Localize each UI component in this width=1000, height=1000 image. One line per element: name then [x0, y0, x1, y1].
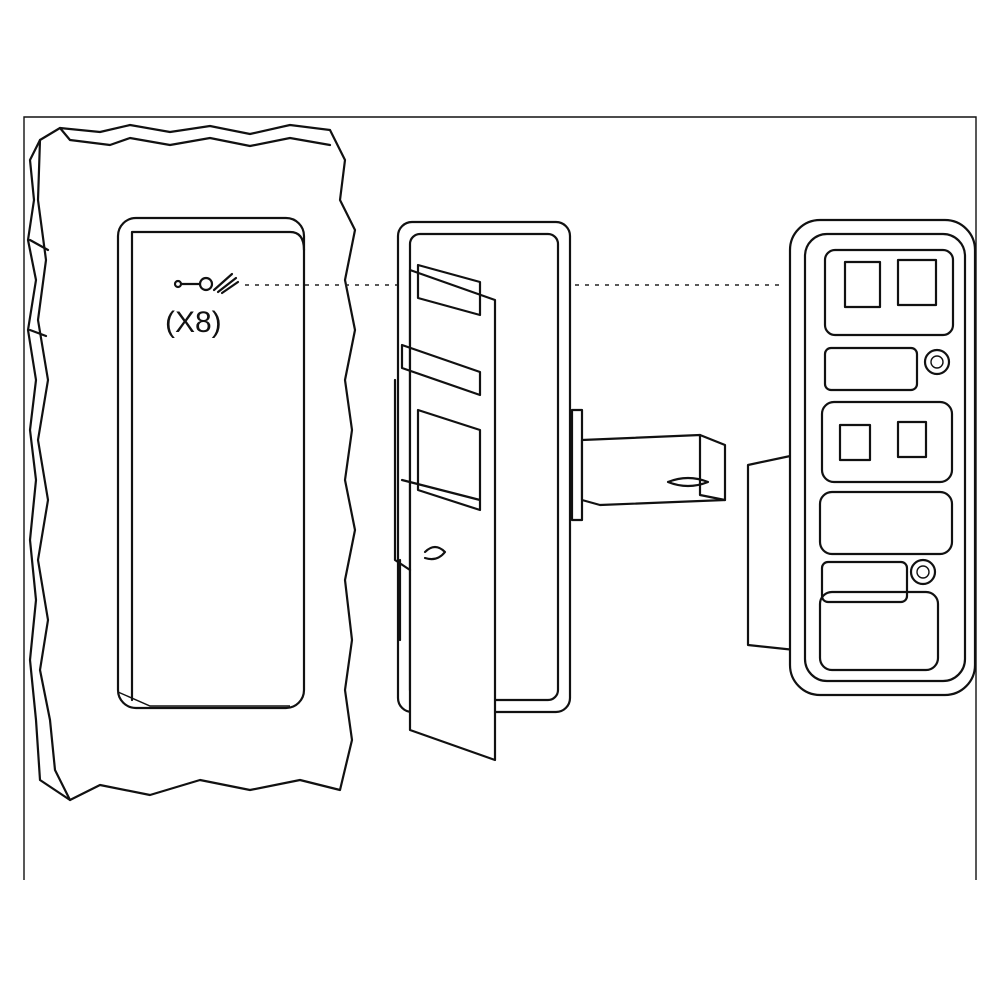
- control-panel-faceplate: [746, 218, 977, 697]
- quantity-callout: (X8): [165, 306, 222, 339]
- mounting-frame-door: [393, 220, 727, 762]
- wall-cutout-panel: [26, 123, 357, 802]
- fastener-screw-icon: [173, 272, 240, 295]
